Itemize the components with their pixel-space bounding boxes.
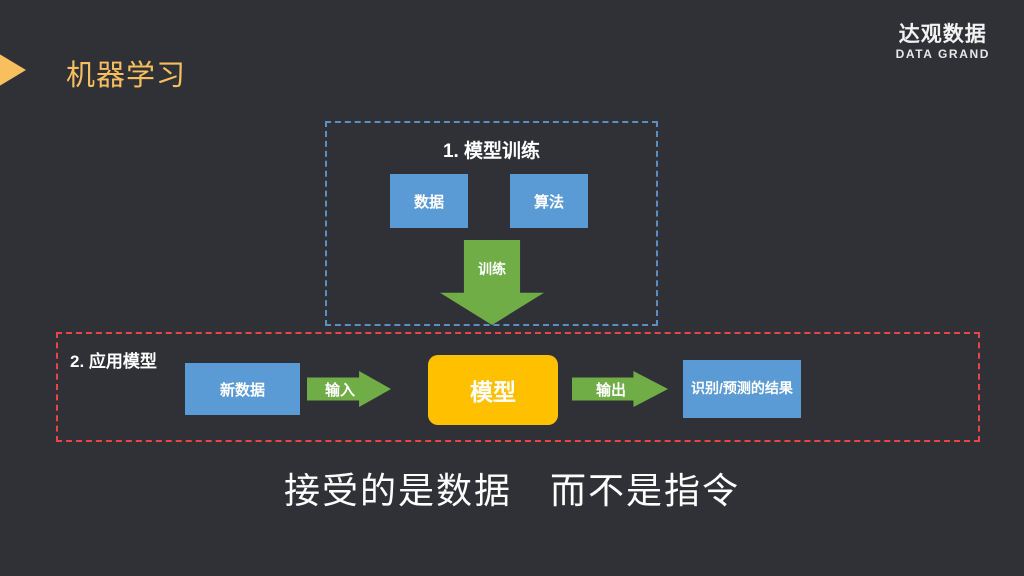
brand-logo: 达观数据 DATA GRAND [896,24,990,60]
brand-logo-en: DATA GRAND [895,47,990,61]
box-result-label: 识别/预测的结果 [691,380,793,397]
box-result: 识别/预测的结果 [683,360,801,418]
box-data-label: 数据 [413,193,444,211]
box-model-label: 模型 [470,379,516,405]
brand-logo-cn: 达观数据 [898,23,987,46]
box-algorithm-label: 算法 [533,193,564,211]
box-new-data: 新数据 [185,363,300,415]
arrow-right-input-label: 输入 [324,381,355,399]
title-marker-triangle-icon [0,46,26,94]
box-data: 数据 [390,174,468,228]
arrow-down-training-label: 训练 [478,261,506,277]
apply-panel-title: 2. 应用模型 [70,352,157,371]
box-algorithm: 算法 [510,174,588,228]
arrow-right-output-label: 输出 [595,381,626,399]
box-model: 模型 [428,355,558,425]
slide-caption: 接受的是数据 而不是指令 [283,470,740,511]
box-new-data-label: 新数据 [219,381,265,399]
apply-panel: 2. 应用模型 [56,332,980,442]
training-panel-title: 1. 模型训练 [442,141,541,162]
training-panel: 1. 模型训练 [325,121,658,326]
page-title: 机器学习 [66,60,187,92]
